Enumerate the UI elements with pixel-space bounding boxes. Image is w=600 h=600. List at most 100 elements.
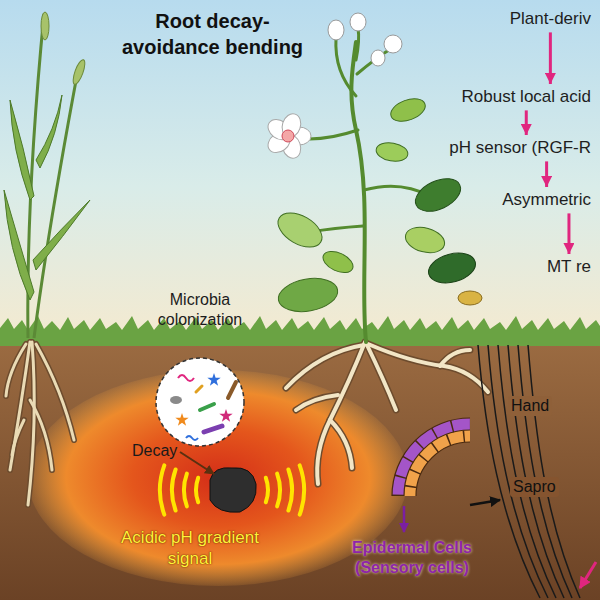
flowering-plant xyxy=(425,248,479,287)
grass-plant-roots xyxy=(28,342,34,505)
flowering-plant xyxy=(272,206,328,254)
acid-signal-waves xyxy=(184,474,187,507)
flowering-plant-roots xyxy=(440,350,470,366)
flow-step: Robust local acid xyxy=(459,86,594,108)
acid-signal-waves xyxy=(300,465,304,514)
root-part-label: Hand xyxy=(508,396,552,416)
flowering-plant xyxy=(388,94,429,125)
flowering-plant xyxy=(458,291,482,305)
grass-plant xyxy=(10,100,34,200)
flowering-plant-roots xyxy=(286,342,488,484)
step-text: pH sensor (RGF-R xyxy=(449,138,591,158)
flowering-plant xyxy=(276,274,341,316)
flowering-plant-roots xyxy=(286,342,488,484)
microbe-circle xyxy=(219,409,232,422)
label-holder: Epidermal Cells (Sensory cells) xyxy=(342,538,482,577)
epidermal-cell-band xyxy=(416,442,470,496)
grass-plant xyxy=(33,200,90,270)
label-holder: Hand xyxy=(508,396,552,416)
grass-plant-roots xyxy=(12,420,24,455)
label-holder: Decay xyxy=(132,441,177,461)
grass-plant-roots xyxy=(6,344,26,396)
flowering-plant-roots xyxy=(330,420,352,468)
epidermal-cell-band xyxy=(398,424,470,496)
grass-plant-roots xyxy=(30,400,52,470)
corner-pink-arrow xyxy=(580,562,596,588)
flowering-plant xyxy=(410,172,465,218)
diagram-title: Root decay-avoidance bending xyxy=(115,8,310,60)
flowering-plant xyxy=(351,42,366,342)
flowering-plant-roots xyxy=(286,342,488,484)
microbe-label: Microbia colonization xyxy=(145,290,255,329)
grass-plant xyxy=(34,70,78,338)
acid-signal-waves xyxy=(196,478,198,503)
step-text: Asymmetric xyxy=(502,190,591,210)
acid-signal-waves xyxy=(160,465,164,514)
flowering-plant xyxy=(336,38,356,96)
soil-background xyxy=(0,336,600,600)
root-tip-sketch xyxy=(498,345,556,598)
flow-step: Plant-deriv xyxy=(507,8,594,30)
microbe-circle xyxy=(156,358,244,446)
epidermal-cell-band xyxy=(398,424,470,496)
flow-step: Asymmetric xyxy=(499,189,594,211)
flowering-plant-roots xyxy=(286,345,364,388)
flowering-plant xyxy=(384,35,402,53)
flowering-plant xyxy=(403,223,448,257)
step-text: MT re xyxy=(547,257,591,277)
grass-plant-roots xyxy=(6,342,74,505)
cell-label: Epidermal Cells (Sensory cells) xyxy=(342,538,482,577)
flowering-plant xyxy=(356,28,359,60)
bending-arrow xyxy=(470,500,500,505)
signal-label: Acidic pH gradient signal xyxy=(110,528,270,569)
step-text: Robust local acid xyxy=(462,87,591,107)
root-tip-sketch xyxy=(528,345,580,598)
acid-signal-waves xyxy=(160,465,304,514)
epidermal-pointer-arrow xyxy=(403,506,406,532)
flowering-plant-roots xyxy=(286,345,364,388)
root-part-label: Sapro xyxy=(510,477,559,497)
flowering-plant xyxy=(264,13,482,342)
grass-plant xyxy=(36,95,62,168)
microbe-circle xyxy=(196,386,202,392)
flow-arrow xyxy=(525,110,528,135)
flowering-plant-roots xyxy=(440,350,470,366)
grass-plant xyxy=(4,12,90,338)
title-holder: Root decay-avoidance bending xyxy=(115,8,310,60)
flowering-plant-roots xyxy=(296,395,338,410)
microbe-circle xyxy=(156,358,244,446)
flow-step: pH sensor (RGF-R xyxy=(446,137,594,159)
flowering-plant-roots xyxy=(317,342,365,484)
flowering-plant xyxy=(350,13,366,31)
grass-plant xyxy=(41,12,49,40)
flowering-plant xyxy=(320,247,357,277)
epidermal-cell-band xyxy=(392,418,470,496)
flowering-plant xyxy=(328,20,344,40)
flow-arrow xyxy=(567,213,570,254)
root-tip-sketch xyxy=(518,345,572,598)
flowering-plant-roots xyxy=(368,344,488,392)
microbe-circle xyxy=(228,382,236,398)
flowering-plant-roots xyxy=(330,420,352,468)
epidermal-cell-band xyxy=(392,418,470,496)
grass-plant-roots xyxy=(10,342,30,470)
grass-plant-roots xyxy=(6,342,74,505)
acid-signal-waves xyxy=(266,478,268,503)
decay-leader-arrow xyxy=(180,452,214,474)
flow-arrow xyxy=(545,161,548,187)
sky-background xyxy=(0,0,600,340)
epidermal-cell-band xyxy=(404,430,470,496)
grass-plant-roots xyxy=(6,342,74,505)
grass-plant xyxy=(71,58,87,85)
microbe-circle xyxy=(175,413,188,426)
flowering-plant xyxy=(328,13,402,66)
root-tip-sketch xyxy=(508,345,564,598)
microbe-circle xyxy=(207,373,220,386)
flowering-plant xyxy=(282,130,294,142)
grass-plant xyxy=(4,190,34,300)
microbe-circle xyxy=(170,396,182,404)
grass-strip xyxy=(0,316,600,346)
root-tip-sketch xyxy=(478,345,580,598)
